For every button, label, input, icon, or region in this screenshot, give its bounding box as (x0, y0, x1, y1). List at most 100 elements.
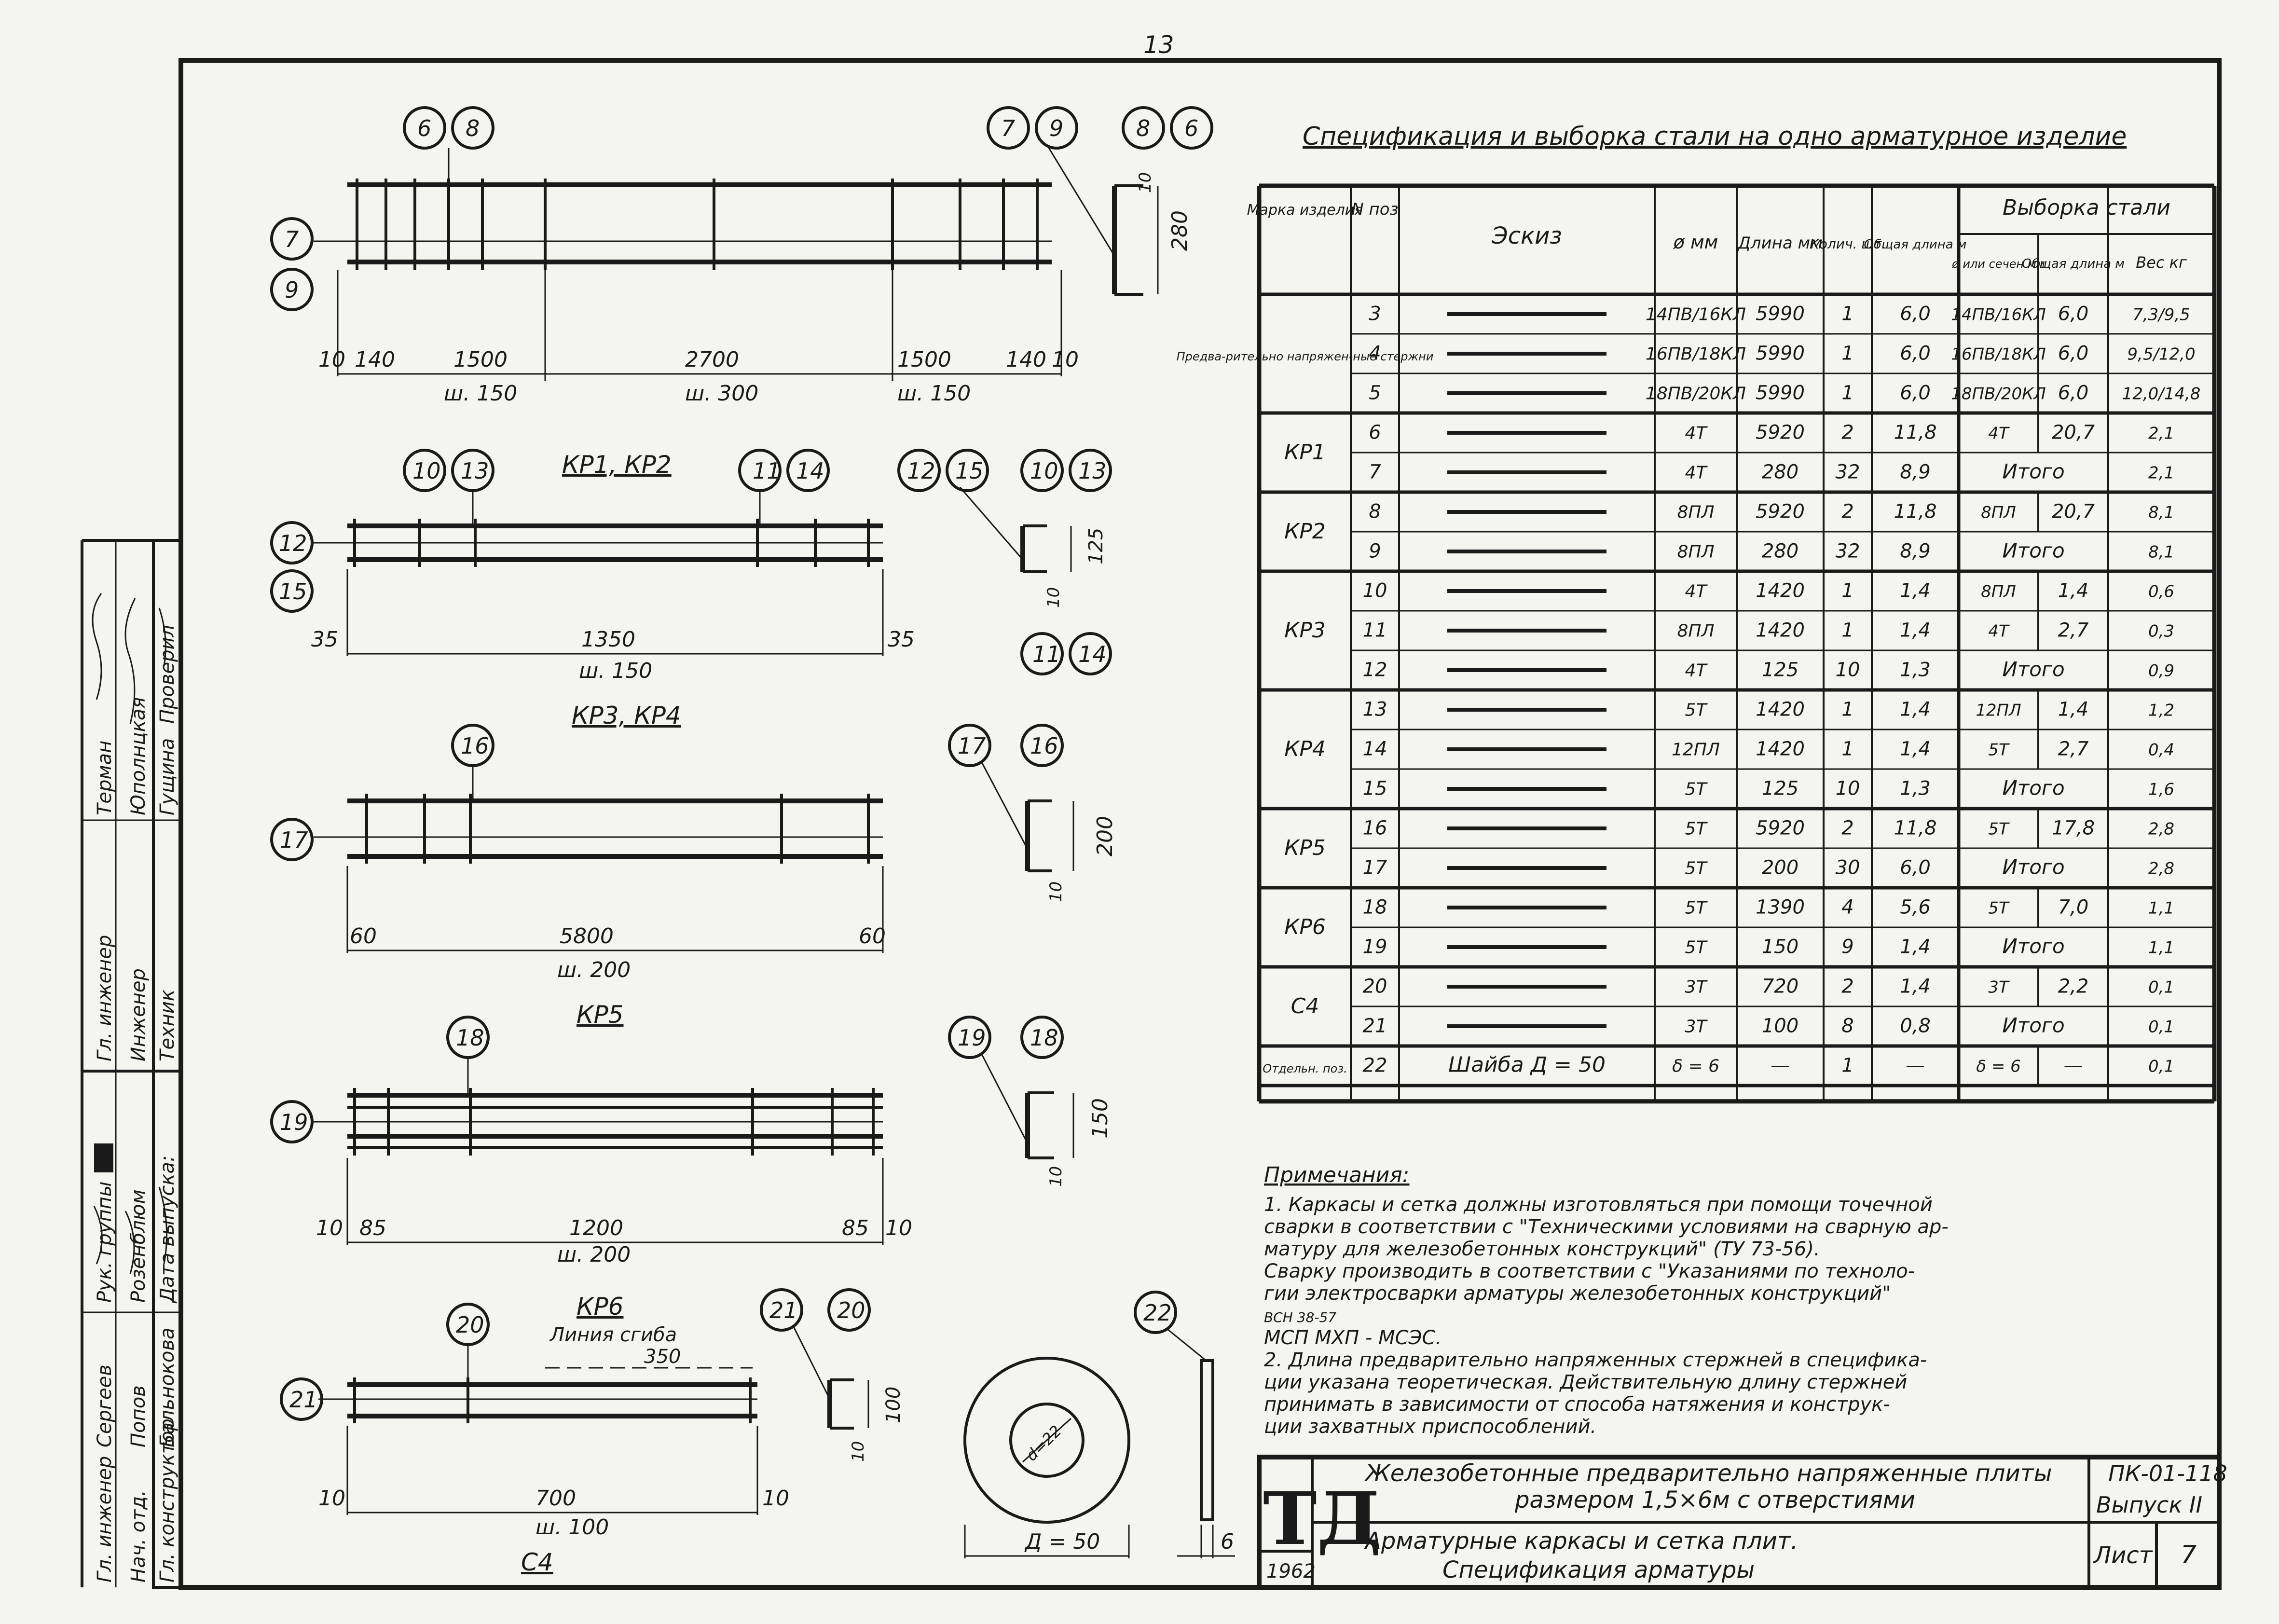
row-sel-dia: 5Т (1988, 740, 2010, 759)
header-sel-total: Общая длина м (2022, 257, 2125, 271)
tb-project-line1: Железобетонные предварительно напряженны… (1364, 1460, 2052, 1487)
callout-number: 21 (769, 1297, 798, 1323)
callout-number: 21 (289, 1387, 318, 1413)
stamp-name: Попов (127, 1385, 150, 1447)
row-pos: 8 (1369, 500, 1381, 523)
note-line: Сварку производить в соответствии с "Ука… (1264, 1260, 1915, 1282)
callout-number: 9 (1049, 115, 1063, 141)
row-dia: 16ПВ/18КЛ (1646, 344, 1746, 364)
title-block: ТД 1962 Железобетонные предварительно на… (1257, 1455, 2227, 1590)
dim-label: 85 (842, 1216, 869, 1240)
row-weight: 0,1 (2148, 1017, 2174, 1036)
row-weight: 0,4 (2148, 740, 2174, 759)
note-line: 2. Длина предварительно напряженных стер… (1264, 1349, 1927, 1371)
header-total: Общая длина м (1864, 237, 1966, 252)
callout-number: 7 (1001, 115, 1015, 141)
stamp-role: Инженер (127, 968, 150, 1061)
kr6-title: КР6 (577, 1293, 623, 1321)
row-pos: 19 (1363, 936, 1387, 958)
spec-title: Спецификация и выборка стали на одно арм… (1303, 122, 2127, 151)
row-qty: 1 (1841, 579, 1853, 602)
section-dim: 10 (1136, 172, 1155, 193)
row-length: — (1771, 1054, 1790, 1076)
callout-number: 19 (958, 1025, 986, 1051)
row-subtotal: Итого (2002, 459, 2064, 483)
row-subtotal: Итого (2002, 657, 2064, 681)
row-dia: 8ПЛ (1677, 542, 1714, 562)
row-dia: 5Т (1685, 898, 1708, 918)
row-qty: 32 (1836, 461, 1860, 483)
group-mark: КР1 (1284, 440, 1326, 465)
row-weight: 2,8 (2148, 819, 2174, 839)
section-dim: 10 (1044, 587, 1063, 608)
stamp-name: Розенблюм (127, 1189, 150, 1303)
row-length: 100 (1762, 1015, 1798, 1037)
ink-blot (94, 1143, 113, 1172)
callout-number: 19 (280, 1109, 308, 1135)
pitch-label: ш. 150 (579, 659, 652, 683)
row-total: 8,9 (1900, 461, 1931, 483)
row-pos: 10 (1363, 579, 1387, 602)
callout-number: 13 (461, 458, 489, 484)
row-qty: 10 (1836, 659, 1860, 681)
row-length: 200 (1762, 856, 1798, 879)
row-sel-total: 1,4 (2058, 579, 2089, 602)
pitch-label: ш. 100 (535, 1515, 609, 1540)
diameter-label: Д = 50 (1024, 1529, 1100, 1554)
row-qty: 1 (1841, 738, 1853, 760)
tb-code: ПК-01-118 (2108, 1460, 2227, 1486)
row-total: 1,4 (1900, 579, 1931, 602)
pitch-label: ш. 200 (557, 1242, 631, 1267)
row-total: — (1906, 1054, 1925, 1076)
row-dia: 4Т (1685, 581, 1708, 601)
row-sel-dia: 5Т (1988, 898, 2010, 918)
row-dia: 8ПЛ (1677, 502, 1714, 522)
row-total: 6,0 (1900, 342, 1931, 364)
dim-label: 60 (859, 924, 886, 949)
row-sel-dia: 8ПЛ (1981, 503, 2016, 522)
stamp-name: Бальнокова (156, 1328, 178, 1447)
row-sel-total: 2,7 (2058, 738, 2089, 760)
callout-number: 6 (417, 115, 431, 141)
row-sel-total: 6,0 (2058, 382, 2089, 404)
row-total: 1,4 (1900, 698, 1931, 720)
stamp-name: Терман (94, 741, 116, 815)
dim-label: 35 (311, 627, 338, 652)
row-dia: 5Т (1685, 858, 1708, 878)
row-weight: 9,5/12,0 (2127, 344, 2195, 364)
dim-label: 10 (762, 1486, 789, 1511)
stamp-role: Гл. инженер (94, 935, 116, 1061)
row-dia: 12ПЛ (1672, 740, 1720, 759)
row-weight: 1,1 (2148, 898, 2174, 918)
row-length: 125 (1762, 659, 1798, 681)
row-total: 5,6 (1900, 896, 1931, 918)
thickness-label: 6 (1221, 1529, 1234, 1554)
callout-number: 22 (1143, 1300, 1172, 1326)
dim-label: 2700 (685, 347, 739, 372)
callout-number: 8 (1136, 115, 1150, 141)
dim-label: 700 (535, 1486, 576, 1511)
callout-number: 15 (279, 578, 307, 605)
dim-label: 5800 (560, 924, 614, 949)
row-qty: 1 (1841, 698, 1853, 720)
note-line: ции указана теоретическая. Действительну… (1264, 1371, 1907, 1393)
row-sel-total: 7,0 (2058, 896, 2089, 918)
row-dia: 5Т (1685, 819, 1708, 839)
row-sel-total: 6,0 (2058, 303, 2089, 325)
tb-issue: Выпуск II (2096, 1492, 2202, 1518)
row-sketch: Шайба Д = 50 (1448, 1052, 1606, 1077)
row-qty: 2 (1841, 421, 1853, 443)
row-total: 11,8 (1894, 500, 1936, 523)
section-dim: 200 (1093, 816, 1117, 856)
row-sel-total: 2,7 (2058, 619, 2089, 641)
row-weight: 7,3/9,5 (2132, 305, 2190, 324)
row-weight: 1,2 (2148, 701, 2174, 720)
row-sel-total: — (2064, 1054, 2083, 1076)
row-pos: 12 (1363, 659, 1387, 681)
stamp-role: Техник (156, 990, 178, 1061)
row-dia: 3Т (1685, 977, 1708, 997)
tb-year: 1962 (1266, 1560, 1316, 1583)
dim-label: 60 (350, 924, 377, 949)
row-total: 11,8 (1894, 817, 1936, 839)
